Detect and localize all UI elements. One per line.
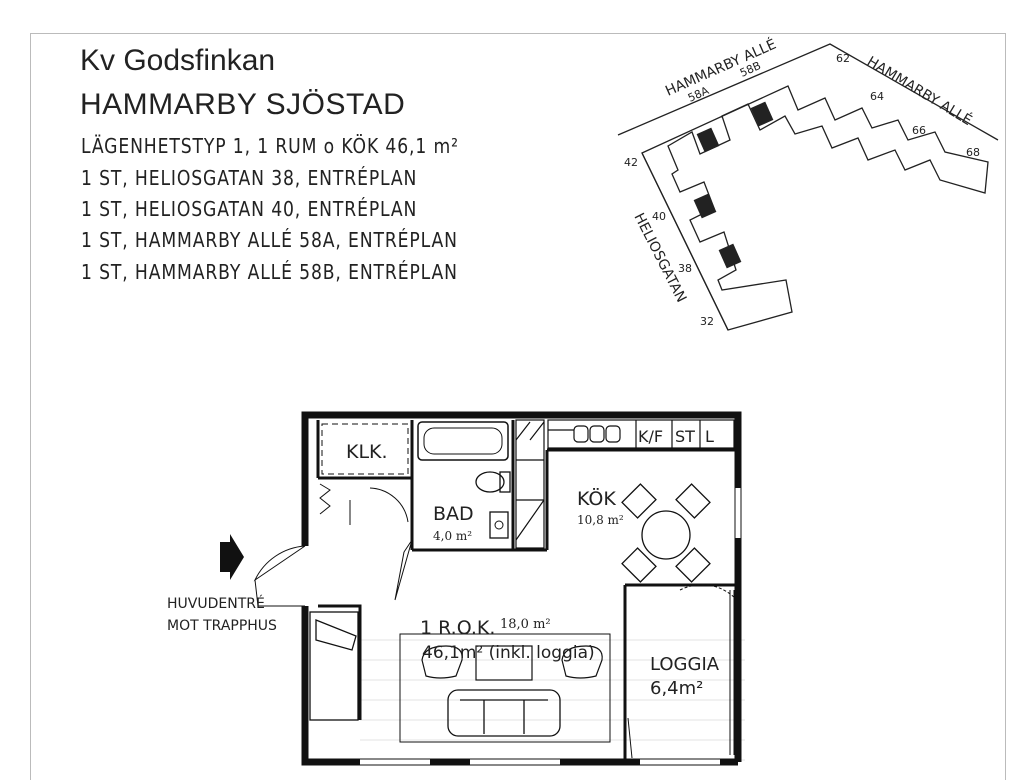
room-area-rok: 18,0 m²: [500, 617, 551, 632]
house-number-40: 40: [652, 210, 666, 223]
address-line-3: 1 ST, HAMMARBY ALLÉ 58A, ENTRÉPLAN: [81, 228, 458, 252]
address-line-4: 1 ST, HAMMARBY ALLÉ 58B, ENTRÉPLAN: [81, 260, 458, 284]
site-building-outline: [641, 85, 989, 331]
district-name: HAMMARBY SJÖSTAD: [80, 88, 406, 121]
appliance-label-st: ST: [675, 427, 695, 446]
dining-table-icon: [621, 483, 711, 583]
room-area-bad: 4,0 m²: [433, 529, 472, 543]
room-label-bad: BAD: [433, 503, 474, 525]
bed-icon: [309, 611, 359, 721]
room-label-klk: KLK.: [346, 441, 388, 463]
house-number-38: 38: [678, 262, 692, 275]
site-unit-marker-58b: [750, 101, 774, 127]
room-label-loggia: LOGGIA: [650, 654, 720, 675]
outer-wall-bottom-left: [301, 606, 738, 766]
site-unit-marker-58a: [696, 127, 720, 153]
apartment-type: LÄGENHETSTYP 1, 1 RUM o KÖK 46,1 m²: [81, 134, 459, 158]
appliance-label-kf: K/F: [638, 427, 663, 446]
entrance-label-line2: MOT TRAPPHUS: [167, 618, 277, 634]
room-area-kok: 10,8 m²: [577, 513, 624, 527]
house-number-62: 62: [836, 52, 850, 65]
entrance-door: [253, 545, 306, 582]
page-frame-left: [30, 33, 31, 780]
address-line-1: 1 ST, HELIOSGATAN 38, ENTRÉPLAN: [81, 166, 418, 190]
outer-wall-top-right: [301, 411, 742, 762]
site-unit-marker-38: [718, 243, 742, 269]
room-area-loggia: 6,4m²: [650, 678, 703, 699]
floor-plan: KLK. BAD 4,0 m² KÖK 10,8 m² K/F ST L 1 R…: [167, 411, 745, 767]
address-line-2: 1 ST, HELIOSGATAN 40, ENTRÉPLAN: [81, 197, 418, 221]
room-label-kok: KÖK: [577, 487, 616, 510]
sofa-icon: [447, 689, 561, 737]
bathtub-icon: [417, 421, 509, 461]
entrance-arrow-icon: [220, 534, 244, 580]
rug: [399, 633, 611, 743]
house-number-32: 32: [700, 315, 714, 328]
house-number-64: 64: [870, 90, 884, 103]
room-label-rok: 1 R.O.K.: [420, 617, 495, 639]
street-label-heliosgatan: HELIOSGATAN: [630, 211, 689, 306]
washbasin-icon: [489, 511, 509, 539]
entrance-label-line1: HUVUDENTRÉ: [167, 595, 265, 612]
site-unit-marker-40: [693, 193, 717, 219]
page-frame-top: [30, 33, 1005, 34]
room-total-area: 46,1m² (inkl. loggia): [422, 643, 595, 663]
site-street-edge-top: [617, 43, 999, 141]
house-number-68: 68: [966, 146, 980, 159]
block-name: Kv Godsfinkan: [80, 44, 276, 77]
house-number-42: 42: [624, 156, 638, 169]
site-plan: HAMMARBY ALLÉ HAMMARBY ALLÉ HELIOSGATAN …: [617, 36, 999, 331]
appliance-label-l: L: [705, 427, 714, 446]
house-number-66: 66: [912, 124, 926, 137]
page-frame-right: [1005, 33, 1006, 780]
toilet-icon: [475, 471, 505, 493]
